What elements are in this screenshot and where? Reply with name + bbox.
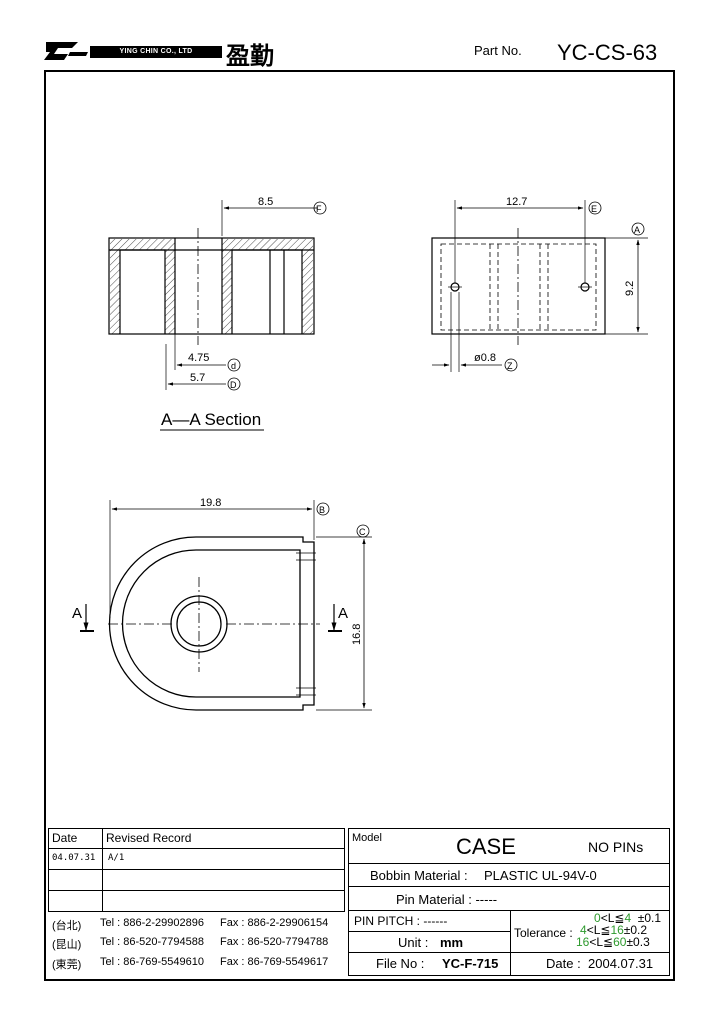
tolerance-row: 4<L≦16±0.2 [580, 923, 648, 937]
date-label: Date : [546, 956, 581, 971]
svg-text:B: B [319, 505, 325, 515]
svg-text:Z: Z [507, 361, 513, 371]
svg-text:5.7: 5.7 [190, 372, 205, 384]
bobbin-value: PLASTIC UL-94V-0 [484, 868, 597, 883]
svg-text:A: A [72, 605, 82, 622]
svg-text:d: d [231, 361, 236, 371]
logo-icon [44, 42, 88, 60]
tolerance-row: 0<L≦4 ±0.1 [594, 911, 662, 925]
svg-text:8.5: 8.5 [258, 196, 273, 208]
side-dim-labels: 12.7 E A 9.2 ø0.8 Z [474, 196, 645, 372]
svg-text:4.75: 4.75 [188, 352, 209, 364]
unit-label: Unit : [398, 935, 429, 950]
part-no-label: Part No. [474, 43, 522, 58]
unit-value: mm [440, 935, 464, 950]
contact-fax: Fax : 86-520-7794788 [220, 936, 329, 948]
rev-header-date: Date [52, 831, 78, 845]
bobbin-label: Bobbin Material : [370, 868, 468, 883]
file-no-label: File No : [376, 956, 425, 971]
svg-text:A: A [338, 605, 348, 622]
section-dim-labels: 8.5 F 4.75 d 5.7 D A—A Section [161, 196, 327, 429]
svg-text:16.8: 16.8 [351, 624, 363, 645]
contact-region: (東莞) [52, 959, 82, 971]
rev-row-record: A/1 [108, 853, 125, 863]
pin-material: Pin Material : ----- [396, 892, 498, 907]
svg-text:9.2: 9.2 [624, 281, 636, 296]
revision-table: Date Revised Record 04.07.31 A/1 [48, 828, 345, 976]
drawing-frame [44, 70, 675, 981]
svg-text:19.8: 19.8 [200, 497, 221, 509]
svg-text:E: E [591, 204, 597, 214]
model-label: Model [352, 832, 382, 844]
pin-pitch: PIN PITCH : ------ [354, 914, 448, 928]
contact-tel: Tel : 886-2-29902896 [100, 917, 204, 929]
contact-tel: Tel : 86-769-5549610 [100, 956, 204, 968]
company-name-cn: 盈勤 [226, 41, 274, 70]
contact-region: (台北) [52, 920, 82, 932]
svg-text:F: F [316, 204, 322, 214]
company-logo [44, 40, 90, 62]
part-no: YC-CS-63 [557, 40, 658, 65]
contact-tel: Tel : 86-520-7794588 [100, 936, 204, 948]
rev-row-date: 04.07.31 [52, 853, 96, 863]
company-name-en: YING CHIN CO., LTD [90, 46, 222, 58]
section-view [108, 200, 318, 431]
rev-header-record: Revised Record [106, 831, 192, 845]
svg-text:C: C [359, 527, 366, 537]
svg-text:A: A [634, 225, 640, 235]
tolerance-label: Tolerance : [514, 926, 573, 940]
pins-value: NO PINs [588, 839, 644, 855]
side-view [431, 200, 648, 372]
contact-fax: Fax : 886-2-29906154 [220, 917, 329, 929]
top-dim-labels: 19.8 B C 16.8 A A [72, 497, 370, 645]
contact-region: (昆山) [52, 939, 82, 951]
section-title: A—A Section [161, 410, 261, 429]
svg-text:12.7: 12.7 [506, 196, 527, 208]
top-view [80, 500, 372, 711]
tolerance-row: 16<L≦60±0.3 [576, 935, 650, 949]
contact-fax: Fax : 86-769-5549617 [220, 956, 329, 968]
file-no-value: YC-F-715 [442, 956, 499, 971]
svg-text:ø0.8: ø0.8 [474, 352, 496, 364]
date-value: 2004.07.31 [588, 956, 654, 971]
title-block: Model CASE NO PINs Bobbin Material : PLA… [348, 828, 670, 976]
svg-text:D: D [230, 380, 237, 390]
model-value: CASE [456, 834, 516, 859]
